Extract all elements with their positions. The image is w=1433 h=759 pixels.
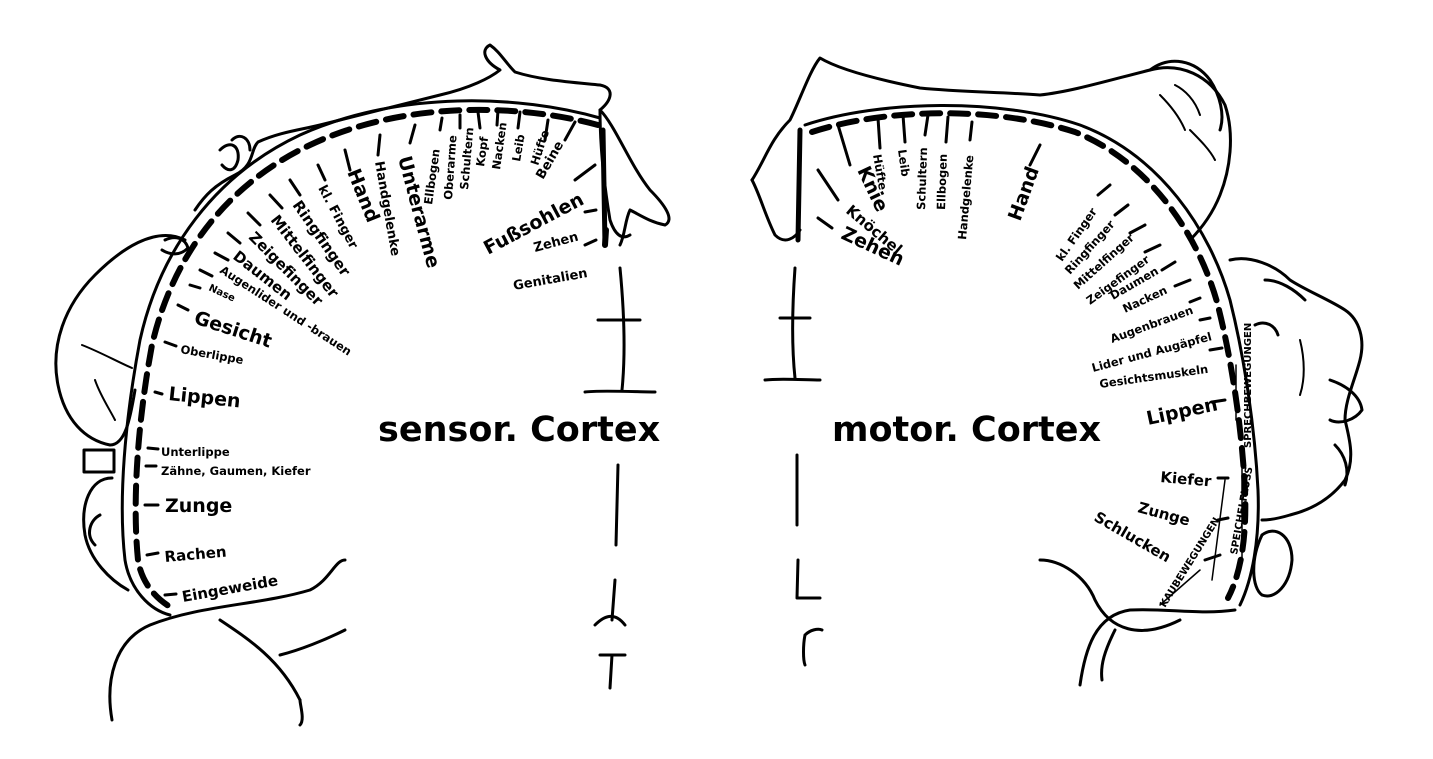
sensory-cortex-drawing xyxy=(54,43,671,727)
motor-annotation: SPRECHBEWEGUNGEN xyxy=(1243,323,1254,448)
motor-label: Ellbogen xyxy=(934,154,950,211)
sensory-label: Lippen xyxy=(167,383,241,412)
motor-label: Schultern xyxy=(914,147,930,210)
motor-label: Handgelenke xyxy=(955,154,976,240)
sensory-label: Zunge xyxy=(165,495,232,517)
sensory-label: Nase xyxy=(207,283,237,305)
motor-label: Hüfte xyxy=(870,153,890,191)
motor-label: Kiefer xyxy=(1160,468,1213,490)
sensory-label: Genitalien xyxy=(512,266,589,294)
sensory-label: Rachen xyxy=(164,543,227,566)
sensory-label: Zehen xyxy=(532,230,580,256)
sensory-label: Oberarme xyxy=(441,134,459,200)
motor-label: Zunge xyxy=(1136,498,1192,529)
motor-title: motor. Cortex xyxy=(832,410,1102,450)
motor-annotation: KAUBEWEGUNGEN xyxy=(1158,516,1222,610)
sensory-label: Kopf xyxy=(473,135,491,167)
sensory-label: Leib xyxy=(509,133,528,162)
motor-label: Hand xyxy=(1004,164,1044,224)
sensory-label: Oberlippe xyxy=(179,342,244,367)
motor-cortex-drawing xyxy=(750,56,1364,687)
sensory-label: Schultern xyxy=(457,127,476,191)
sensory-label: Zähne, Gaumen, Kiefer xyxy=(161,464,311,478)
sensory-label: Unterlippe xyxy=(161,445,230,459)
motor-annotation: SPEICHELFLUSS xyxy=(1229,466,1255,555)
motor-label: Lippen xyxy=(1144,393,1219,430)
sensory-title: sensor. Cortex xyxy=(378,410,661,450)
motor-label: Leib xyxy=(895,148,913,177)
sensory-label: Nacken xyxy=(489,121,509,170)
